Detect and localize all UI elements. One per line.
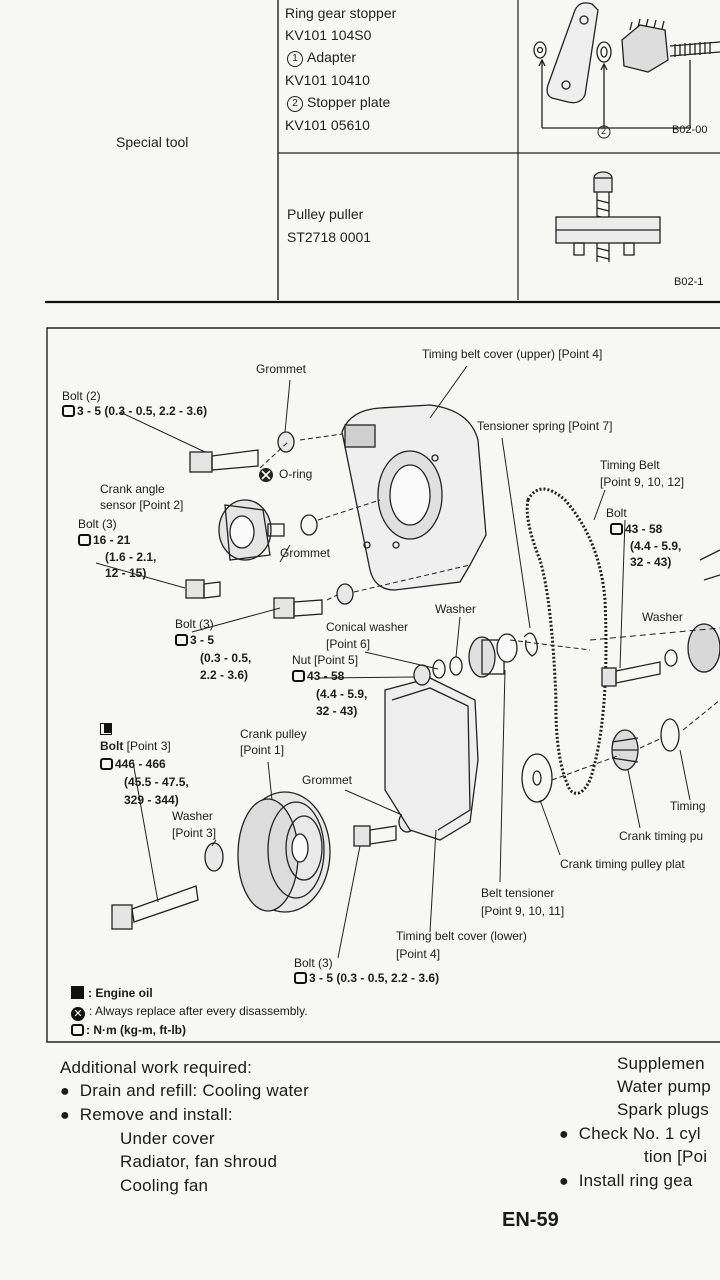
label-belt-tensioner: Belt tensioner <box>481 886 555 900</box>
pulley-puller-illustration <box>555 171 661 262</box>
label-bolt-3b: Bolt (3) <box>175 617 214 631</box>
label-washer-point-3-pt: [Point 3] <box>172 826 217 840</box>
ring-gear-fig-ref: B02-00 <box>672 124 708 136</box>
ring-gear-stopper-code: KV101 104S0 <box>285 27 372 43</box>
label-bolt-point-3: Bolt [Point 3] <box>100 739 171 753</box>
label-timing-belt: Timing Belt <box>600 458 660 472</box>
torque-bolt-3b-3: 2.2 - 3.6) <box>200 668 249 682</box>
ring-gear-stopper-illustration <box>533 2 720 139</box>
tool-table-lines <box>45 0 720 304</box>
callout-2: 2 <box>287 96 303 112</box>
label-bolt-3a: Bolt (3) <box>78 517 117 531</box>
pulley-puller-fig-ref: B02-1 <box>674 276 704 288</box>
engine-oil-icon <box>71 986 84 999</box>
torque-bolt-point-3-2: (45.5 - 47.5, <box>124 775 189 789</box>
torque-nut-1: 43 - 58 <box>292 669 344 683</box>
additional-work-title: Additional work required: <box>60 1058 253 1077</box>
replace-icon: ✕ <box>71 1007 85 1021</box>
torque-nut-3: 32 - 43) <box>316 704 358 718</box>
torque-icon <box>78 534 91 546</box>
torque-icon <box>610 523 623 535</box>
work-sub-1: Under cover <box>120 1129 215 1148</box>
label-washer-top: Washer <box>435 602 476 616</box>
torque-icon <box>175 634 188 646</box>
torque-bolt-3b-1: 3 - 5 <box>175 633 214 647</box>
torque-bolt-point-3-3: 329 - 344) <box>124 793 179 807</box>
torque-bolt-3a-1: 16 - 21 <box>78 533 130 547</box>
label-crank-angle-sensor-1: Crank angle <box>100 482 165 496</box>
legend-torque: : N·m (kg-m, ft-lb) <box>71 1023 186 1037</box>
right-text-1: Supplemen <box>617 1054 705 1073</box>
torque-bolt-right-1: 43 - 58 <box>610 522 662 536</box>
ring-gear-stopper-name: Ring gear stopper <box>285 5 397 21</box>
label-bolt-right: Bolt <box>606 506 627 520</box>
label-timing-cover-lower-point: [Point 4] <box>396 947 441 961</box>
torque-bolt-right-2: (4.4 - 5.9, <box>630 539 682 553</box>
work-item-1: ● Drain and refill: Cooling water <box>60 1081 309 1100</box>
label-grommet-mid: Grommet <box>280 546 331 560</box>
page-number: EN-59 <box>502 1209 559 1231</box>
right-text-5: tion [Poi <box>644 1147 708 1166</box>
work-sub-2: Radiator, fan shroud <box>120 1152 278 1171</box>
torque-icon <box>100 758 113 770</box>
torque-bolt-3c: 3 - 5 (0.3 - 0.5, 2.2 - 3.6) <box>294 971 439 985</box>
label-washer-point-3: Washer <box>172 809 213 823</box>
label-bolt-2: Bolt (2) <box>62 389 101 403</box>
label-grommet-top: Grommet <box>256 362 307 376</box>
callout-1: 1 <box>287 51 303 67</box>
adapter-label: Adapter <box>307 49 357 65</box>
label-timing-cover-lower: Timing belt cover (lower) <box>396 929 527 943</box>
torque-bolt-right-3: 32 - 43) <box>630 555 672 569</box>
label-timing-right: Timing <box>670 799 706 813</box>
legend-replace: ✕: Always replace after every disassembl… <box>71 1004 308 1021</box>
exploded-diagram <box>46 327 720 1043</box>
work-item-2: ● Remove and install: <box>60 1105 233 1124</box>
label-washer-right: Washer <box>642 610 683 624</box>
special-tool-label: Special tool <box>116 134 189 150</box>
pulley-puller-name: Pulley puller <box>287 206 364 222</box>
engine-oil-icon <box>100 723 112 735</box>
adapter-code: KV101 10410 <box>285 72 370 88</box>
label-crank-timing-pulley: Crank timing pu <box>619 829 704 843</box>
illustration-callout-2: 2 <box>601 126 607 136</box>
label-o-ring: O-ring <box>279 467 313 481</box>
work-sub-3: Cooling fan <box>120 1176 209 1195</box>
label-grommet-low: Grommet <box>302 773 353 787</box>
torque-bolt-3a-3: 12 - 15) <box>105 566 147 580</box>
torque-nut-2: (4.4 - 5.9, <box>316 687 368 701</box>
label-tensioner-spring: Tensioner spring [Point 7] <box>477 419 613 433</box>
label-crank-pulley-point: [Point 1] <box>240 743 285 757</box>
torque-icon <box>292 670 305 682</box>
right-text-3: Spark plugs <box>617 1100 709 1119</box>
torque-bolt-point-3-1: 446 - 466 <box>100 757 166 771</box>
label-conical-washer-point: [Point 6] <box>326 637 371 651</box>
pulley-puller-code: ST2718 0001 <box>287 229 372 245</box>
label-timing-belt-point: [Point 9, 10, 12] <box>600 475 685 489</box>
label-belt-tensioner-point: [Point 9, 10, 11] <box>481 904 565 918</box>
torque-bolt-2: 3 - 5 (0.3 - 0.5, 2.2 - 3.6) <box>62 404 207 418</box>
stopper-label: Stopper plate <box>307 94 391 110</box>
label-crank-angle-sensor-2: sensor [Point 2] <box>100 498 184 512</box>
torque-bolt-3b-2: (0.3 - 0.5, <box>200 651 252 665</box>
torque-bolt-3a-2: (1.6 - 2.1, <box>105 550 157 564</box>
label-conical-washer: Conical washer <box>326 620 409 634</box>
right-text-4: ● Check No. 1 cyl <box>559 1124 701 1143</box>
label-nut: Nut [Point 5] <box>292 653 359 667</box>
stopper-code: KV101 05610 <box>285 117 370 133</box>
label-timing-cover-upper: Timing belt cover (upper) [Point 4] <box>422 347 603 361</box>
torque-icon <box>62 405 75 417</box>
torque-icon <box>294 972 307 984</box>
label-bolt-3c: Bolt (3) <box>294 956 333 970</box>
torque-icon <box>71 1024 84 1036</box>
label-crank-timing-pulley-plate: Crank timing pulley plat <box>560 857 685 871</box>
label-crank-pulley: Crank pulley <box>240 727 307 741</box>
right-text-2: Water pump <box>617 1077 711 1096</box>
legend-engine-oil: : Engine oil <box>71 986 153 1000</box>
right-text-6: ● Install ring gea <box>559 1171 693 1190</box>
